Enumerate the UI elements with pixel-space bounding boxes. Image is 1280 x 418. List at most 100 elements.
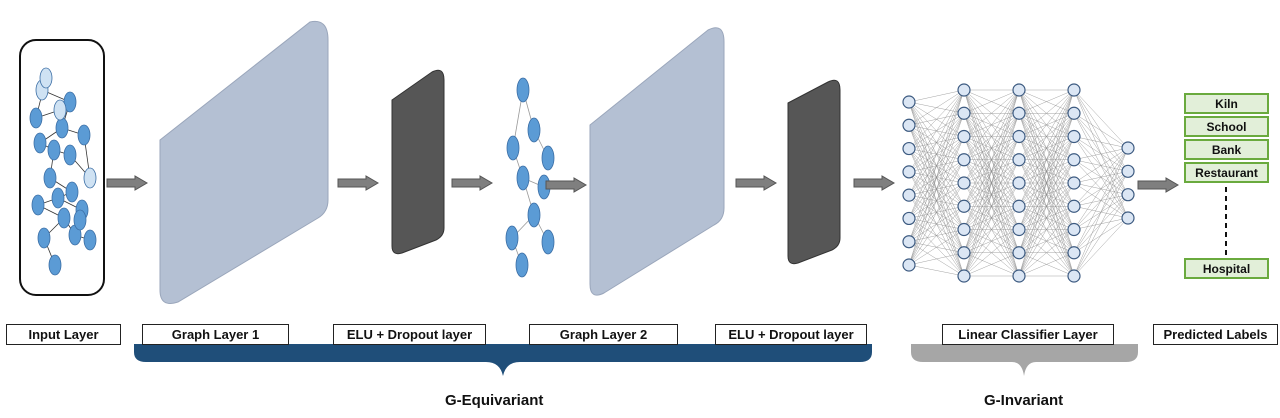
nn-connection <box>1018 89 1075 184</box>
arrow <box>337 175 379 191</box>
nn-connection <box>1073 217 1129 277</box>
flow-arrows <box>106 175 1179 193</box>
nn-node <box>1012 106 1026 120</box>
nn-node <box>957 153 971 167</box>
nn-connection <box>908 89 965 219</box>
graph-node <box>541 145 555 171</box>
nn-connection <box>963 89 1020 277</box>
graph-node <box>83 229 97 251</box>
dropout-layer-2-slab <box>787 79 841 265</box>
nn-connection <box>908 113 965 266</box>
nn-node <box>1067 199 1081 213</box>
nn-connection <box>963 89 1020 160</box>
graph-node <box>527 117 541 143</box>
nn-connection <box>963 89 1020 114</box>
dropout-layer-1-slab <box>391 69 445 255</box>
input-graph <box>29 67 97 276</box>
nn-connection <box>1018 89 1075 253</box>
graph-node <box>83 167 97 189</box>
arrow <box>545 177 587 193</box>
nn-node <box>902 235 916 249</box>
graph-node <box>516 77 530 103</box>
nn-node <box>902 211 916 226</box>
predicted-label-bank: Bank <box>1184 139 1269 160</box>
nn-connection <box>908 264 965 277</box>
nn-connection <box>963 136 1020 277</box>
nn-connection <box>963 89 1020 230</box>
nn-node <box>902 188 916 202</box>
nn-node <box>1067 83 1081 97</box>
nn-connection <box>908 89 965 149</box>
graph-node <box>55 117 69 139</box>
nn-connection <box>1073 147 1129 230</box>
label-linear-classifier: Linear Classifier Layer <box>942 324 1114 345</box>
nn-connection <box>908 89 965 172</box>
arrow <box>735 175 777 191</box>
graph-node <box>33 132 47 154</box>
nn-node <box>957 246 971 260</box>
nn-connection <box>1073 147 1129 160</box>
arrow <box>853 175 895 191</box>
graph-node <box>515 252 529 278</box>
predicted-label-kiln: Kiln <box>1184 93 1269 114</box>
nn-node <box>1121 211 1135 225</box>
label-graph-layer-2: Graph Layer 2 <box>529 324 678 345</box>
nn-connection <box>908 89 965 196</box>
nn-node <box>902 141 916 156</box>
nn-node <box>957 83 971 97</box>
intermediate-graph <box>505 77 555 278</box>
nn-connection <box>1073 147 1129 277</box>
graph-node <box>37 227 51 249</box>
nn-node <box>1067 106 1081 120</box>
nn-connection <box>1073 89 1129 149</box>
nn-connection <box>1073 171 1129 277</box>
graph-node <box>39 67 53 89</box>
nn-connection <box>908 182 965 266</box>
nn-connection <box>963 89 1020 137</box>
nn-connection <box>1018 89 1075 230</box>
nn-connection <box>963 89 1020 253</box>
arrow <box>106 175 148 191</box>
graph-node <box>73 209 87 231</box>
graph-node <box>31 194 45 216</box>
nn-connection <box>908 136 965 266</box>
nn-node <box>1067 269 1081 283</box>
label-elu-dropout-1: ELU + Dropout layer <box>333 324 486 345</box>
graph-node <box>57 207 71 229</box>
predicted-label-hospital: Hospital <box>1184 258 1269 279</box>
nn-node <box>957 269 971 283</box>
nn-node <box>1012 153 1026 167</box>
g-equivariant-bracket <box>134 344 872 376</box>
graph-node <box>63 144 77 166</box>
nn-connection <box>1018 113 1075 277</box>
linear-classifier-network <box>902 83 1135 283</box>
arrow <box>1137 177 1179 193</box>
nn-node <box>1067 129 1081 144</box>
nn-node <box>1012 222 1026 237</box>
nn-node <box>1121 164 1135 178</box>
nn-connection <box>963 206 1020 277</box>
g-invariant-bracket <box>911 344 1138 376</box>
nn-connection <box>908 89 965 103</box>
nn-connection <box>963 89 1020 207</box>
predicted-label-school: School <box>1184 116 1269 137</box>
nn-connection <box>1018 159 1075 277</box>
nn-connection <box>908 89 965 266</box>
nn-node <box>957 106 971 120</box>
graph-node <box>43 167 57 189</box>
nn-node <box>1012 129 1026 144</box>
nn-connection <box>963 252 1020 277</box>
nn-connection <box>1018 182 1075 277</box>
nn-node <box>902 95 916 109</box>
nn-connection <box>1018 206 1075 277</box>
nn-connection <box>1018 89 1075 207</box>
nn-node <box>1121 141 1135 155</box>
label-graph-layer-1: Graph Layer 1 <box>142 324 289 345</box>
graph-node <box>47 139 61 161</box>
graph-node <box>527 202 541 228</box>
nn-connection <box>908 89 965 242</box>
nn-connection <box>963 159 1020 277</box>
graph-node <box>77 124 91 146</box>
nn-connection <box>1073 194 1129 277</box>
